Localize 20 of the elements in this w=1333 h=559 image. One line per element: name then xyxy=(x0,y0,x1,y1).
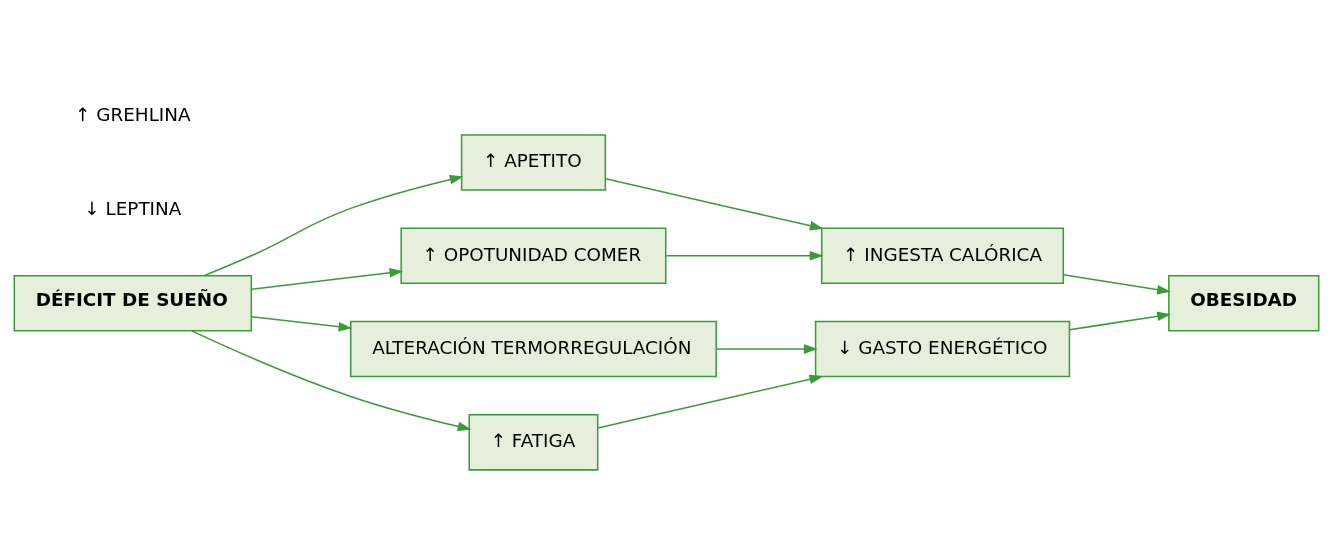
arrow xyxy=(250,267,404,290)
arrow xyxy=(715,344,818,354)
arrow xyxy=(190,330,472,432)
arrow xyxy=(250,315,353,332)
node-box: ↑ APETITO xyxy=(460,134,607,191)
label: ↑ GREHLINA xyxy=(75,104,191,126)
arrow xyxy=(1062,274,1171,295)
node-box: ↑ OPOTUNIDAD COMER xyxy=(400,227,667,285)
node-box: ↑ FATIGA xyxy=(468,414,599,471)
arrow xyxy=(604,178,824,231)
label: ↓ LEPTINA xyxy=(84,197,182,219)
arrow xyxy=(203,174,464,277)
node-box: ALTERACIÓN TERMORREGULACIÓN xyxy=(349,320,717,378)
arrow xyxy=(1068,311,1171,331)
arrow xyxy=(665,250,824,261)
node-box: DÉFICIT DE SUEÑO xyxy=(13,274,253,332)
node-box: OBESIDAD xyxy=(1168,274,1320,332)
node-box: ↓ GASTO ENERGÉTICO xyxy=(814,320,1071,378)
node-box: ↑ INGESTA CALÓRICA xyxy=(820,227,1065,285)
arrow xyxy=(597,374,824,429)
